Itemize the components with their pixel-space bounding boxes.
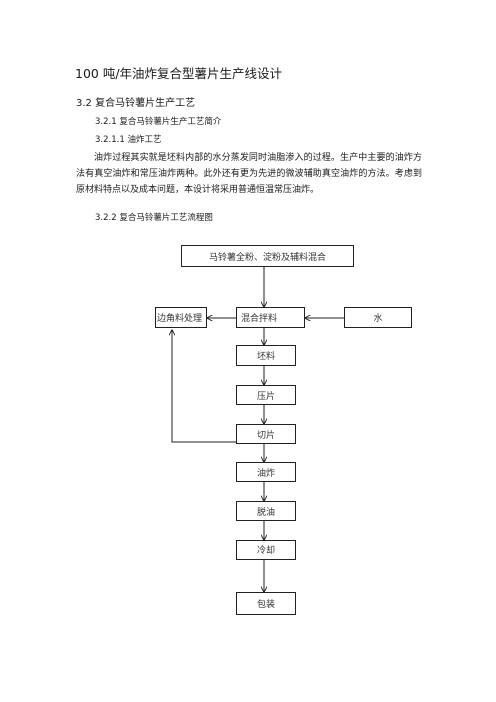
flow-box-raw-mix: 马铃薯全粉、淀粉及辅料混合 [181, 245, 354, 267]
flow-box-mixing: 混合拌料 [236, 307, 305, 328]
frying-paragraph: 油炸过程其实就是坯料内部的水分蒸发同时油脂渗入的过程。生产中主要的油炸方法有真空… [76, 153, 422, 195]
flow-box-press: 压片 [236, 385, 296, 405]
section-heading-3-2: 3.2 复合马铃薯片生产工艺 [76, 98, 196, 109]
flow-box-cut: 切片 [236, 424, 296, 444]
flow-box-pack: 包装 [236, 592, 296, 615]
section-heading-3-2-1: 3.2.1 复合马铃薯片生产工艺简介 [95, 117, 222, 127]
document-title: 100 吨/年油炸复合型薯片生产线设计 [75, 66, 283, 81]
flow-box-scrap: 边角料处理 [155, 307, 207, 328]
section-heading-3-2-2: 3.2.2 复合马铃薯片工艺流程图 [95, 213, 213, 223]
flow-box-fry: 油炸 [236, 462, 296, 482]
flow-box-cool: 冷却 [236, 540, 296, 560]
flow-box-blank: 坯料 [236, 345, 296, 366]
arrow-cut-to-scrap [172, 330, 236, 443]
flow-box-water: 水 [344, 307, 412, 328]
flow-box-deoil: 脱油 [236, 501, 296, 521]
section-heading-3-2-1-1: 3.2.1.1 油炸工艺 [95, 135, 162, 145]
